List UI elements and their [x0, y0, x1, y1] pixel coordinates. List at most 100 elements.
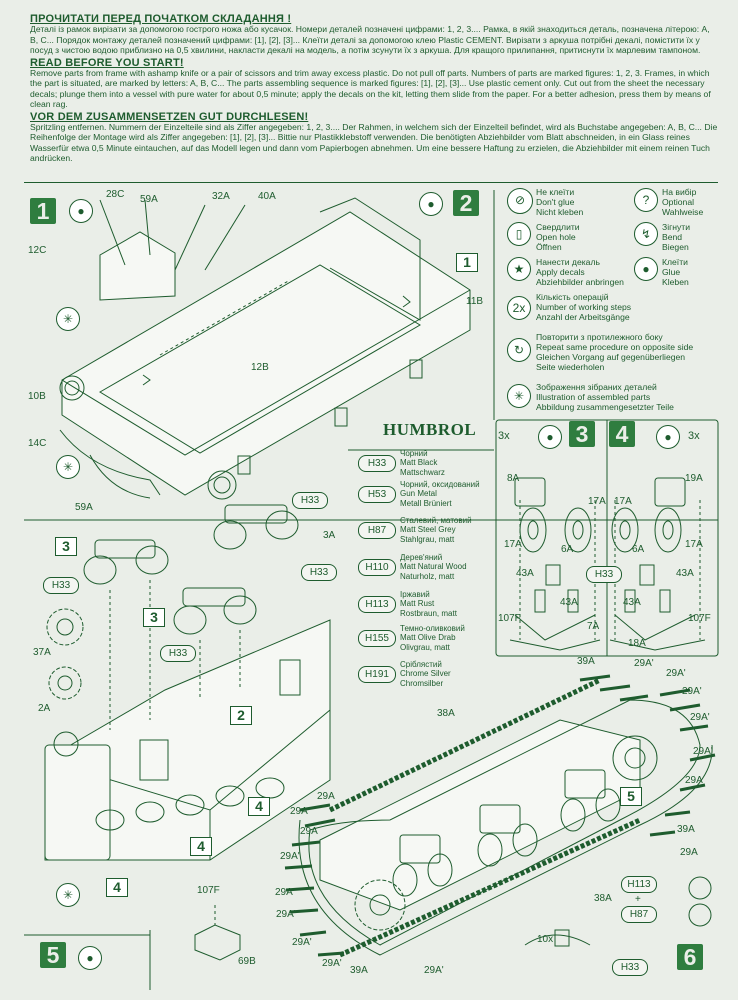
- paint-name: Чорний, оксидований Gun Metal Metall Brü…: [400, 480, 480, 508]
- part-label: 29A': [280, 851, 300, 862]
- step-ref-5: 5: [620, 787, 642, 806]
- part-label: 14C: [28, 438, 47, 449]
- en-text: Remove parts from frame with ashamp knif…: [30, 68, 711, 110]
- part-label: 40A: [258, 191, 276, 202]
- ua-text: Деталі із рамок вирізати за допомогою го…: [30, 24, 710, 56]
- step-ref-3: 3: [55, 537, 77, 556]
- part-label: 29A: [680, 847, 698, 858]
- assembled-parts-icon: ✳: [56, 883, 80, 907]
- decal-icon: ★: [507, 257, 531, 281]
- part-label: 29A': [690, 712, 710, 723]
- part-label: 7A: [587, 621, 600, 632]
- paint-code: H53: [358, 486, 396, 503]
- paint-callout: H113: [621, 876, 657, 893]
- part-label: 38A: [437, 708, 455, 719]
- part-label: 29A: [300, 826, 318, 837]
- part-label: 8A: [507, 473, 520, 484]
- glue-icon: ●: [78, 946, 102, 970]
- assembled-parts-icon: ✳: [507, 384, 531, 408]
- part-label: 37A: [33, 647, 51, 658]
- step-ref-4: 4: [248, 797, 270, 816]
- paint-callout: H33: [586, 566, 622, 583]
- no-glue-icon: ⊘: [507, 188, 533, 214]
- part-label: 38A: [594, 893, 612, 904]
- part-label: 43A: [676, 568, 694, 579]
- step-ref-1: 1: [456, 253, 478, 272]
- step-6-badge: 6: [677, 944, 703, 970]
- paint-callout: H33: [160, 645, 196, 662]
- glue-icon: ●: [634, 257, 658, 281]
- paint-code: H87: [358, 522, 396, 539]
- assembled-parts-icon: ✳: [56, 455, 80, 479]
- ua-title: ПРОЧИТАТИ ПЕРЕД ПОЧАТКОМ СКЛАДАННЯ !: [30, 13, 292, 25]
- step-1-badge: 1: [30, 198, 56, 224]
- intro-text: ПРОЧИТАТИ ПЕРЕД ПОЧАТКОМ СКЛАДАННЯ ! Дет…: [30, 13, 720, 166]
- count-label: 3x: [498, 430, 510, 442]
- divider: [24, 182, 718, 183]
- optional-icon: ?: [634, 188, 658, 212]
- step-2-badge: 2: [453, 190, 479, 216]
- glue-icon: ●: [69, 199, 93, 223]
- legend-repeat: Повторити з протилежного боку Repeat sam…: [536, 332, 694, 372]
- paint-code: H33: [358, 455, 396, 472]
- part-label: 59A: [140, 194, 158, 205]
- part-label: 29A: [685, 775, 703, 786]
- part-label: 39A: [350, 965, 368, 976]
- step-3-badge: 3: [569, 421, 595, 447]
- legend-count: Кількість операцій Number of working ste…: [536, 292, 632, 322]
- legend-glue: Клеїти Glue Kleben: [662, 257, 689, 287]
- paint-name: Сталевий, матовий Matt Steel Grey Stahlg…: [400, 516, 472, 544]
- part-label: 107F: [688, 613, 711, 624]
- paint-name: Іржавий Matt Rust Rostbraun, matt: [400, 590, 457, 618]
- step-ref-2: 2: [230, 706, 252, 725]
- paint-callout: H33: [43, 577, 79, 594]
- part-label: 107F: [197, 885, 220, 896]
- part-label: 29A': [292, 937, 312, 948]
- paint-callout: H87: [621, 906, 657, 923]
- part-label: 29A': [666, 668, 686, 679]
- paint-code: H110: [358, 559, 396, 576]
- part-label: 10B: [28, 391, 46, 402]
- part-label: 29A': [682, 686, 702, 697]
- count-label: 3x: [688, 430, 700, 442]
- part-label: 69B: [238, 956, 256, 967]
- de-title: VOR DEM ZUSAMMENSETZEN GUT DURCHLESEN!: [30, 110, 309, 123]
- part-label: 107F: [498, 613, 521, 624]
- legend-drill: Свердлити Open hole Öffnen: [536, 222, 580, 252]
- paint-callout: H33: [292, 492, 328, 509]
- part-label: 29A': [276, 909, 296, 920]
- part-label: 17A: [685, 539, 703, 550]
- part-label: 17A: [588, 496, 606, 507]
- paint-callout: H33: [301, 564, 337, 581]
- part-label: 29A: [290, 806, 308, 817]
- part-label: 12C: [28, 245, 47, 256]
- part-label: 39A: [577, 656, 595, 667]
- part-label: 11B: [466, 296, 484, 307]
- de-text: Spritzling entfernen. Nummern der Einzel…: [30, 122, 718, 164]
- paint-callout: H33: [612, 959, 648, 976]
- bend-icon: ↯: [634, 222, 658, 246]
- paint-code: H155: [358, 630, 396, 647]
- part-label: 28C: [106, 189, 125, 200]
- part-label: 2A: [38, 703, 51, 714]
- part-label: 29A: [275, 887, 293, 898]
- part-label: 29A': [634, 658, 654, 669]
- paint-code: H113: [358, 596, 396, 613]
- glue-icon: ●: [538, 425, 562, 449]
- legend-bend: Зігнути Bend Biegen: [662, 222, 691, 252]
- part-label: 17A: [614, 496, 632, 507]
- part-label: 3A: [323, 530, 336, 541]
- legend-assembled: Зображення зібраних деталей Illustration…: [536, 382, 674, 412]
- part-label: 59A: [75, 502, 93, 513]
- legend-decals: Нанести декаль Apply decals Abziehbilder…: [536, 257, 624, 287]
- glue-icon: ●: [419, 192, 443, 216]
- step-ref-4b: 4: [190, 837, 212, 856]
- glue-icon: ●: [656, 425, 680, 449]
- count-icon: 2x: [507, 296, 531, 320]
- count-label: 10x: [537, 934, 554, 945]
- part-label: 12B: [251, 362, 269, 373]
- part-label: 17A: [504, 539, 522, 550]
- en-title: READ BEFORE YOU START!: [30, 56, 184, 69]
- legend-optional: На вибір Optional Wahlweise: [662, 187, 704, 217]
